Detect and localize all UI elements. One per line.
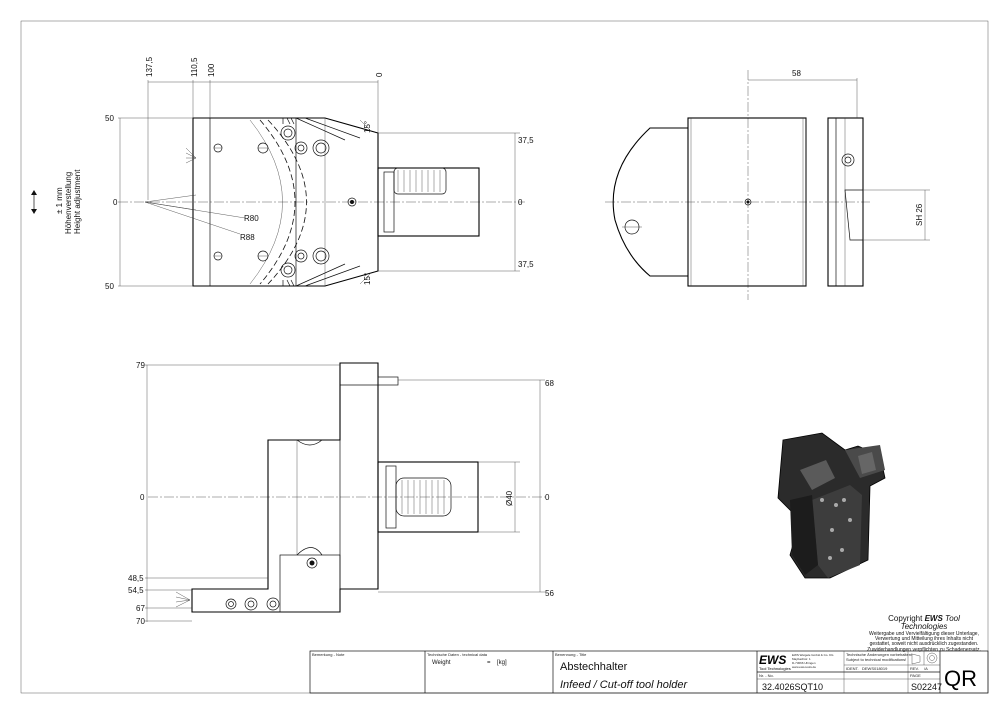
change-notice-de: Technische Änderungen vorbehalten! — [846, 652, 912, 657]
copyright-line-4: Zuwiderhandlungen verpflichten zu Schade… — [867, 646, 981, 653]
part-number-label: Nr. - No. — [759, 673, 774, 678]
height-adjust-tolerance: ± 1 mm — [55, 187, 64, 214]
side-view: 58 SH 26 — [605, 69, 930, 300]
qr-code-label: QR — [944, 666, 977, 691]
dim-front-67: 67 — [136, 604, 145, 613]
company-line-3: D-73066 Uhingen — [792, 661, 816, 665]
copyright-notice: Copyright EWS Tool Technologies Weiterga… — [864, 614, 984, 653]
dim-side-sh26: SH 26 — [915, 203, 924, 226]
copyright-prefix: Copyright — [888, 614, 925, 623]
top-view: 137,5 110,5 100 0 50 0 50 37,5 0 37,5 15… — [31, 56, 534, 291]
title-en: Infeed / Cut-off tool holder — [560, 679, 689, 691]
ews-logo-sub: Tool Technologies — [759, 666, 791, 671]
dim-front-right-0: 0 — [545, 493, 550, 502]
copyright-brand: EWS — [924, 614, 943, 623]
dim-front-48-5: 48,5 — [128, 574, 144, 583]
dim-top-137-5: 137,5 — [145, 56, 154, 77]
angle-upper: 15° — [363, 121, 372, 133]
angle-lower: 15° — [363, 273, 372, 285]
rev-value: /A — [924, 666, 928, 671]
rev-label: REV. — [910, 666, 919, 671]
dim-front-79: 79 — [136, 361, 145, 370]
dim-left-50-upper: 50 — [105, 114, 114, 123]
dim-side-58: 58 — [792, 69, 801, 78]
weight-unit: [kg] — [497, 660, 507, 666]
arc-r80 — [259, 119, 296, 285]
copyright-line-3: gestattet, soweit nicht ausdrücklich zug… — [869, 641, 979, 648]
dim-left-50-lower: 50 — [105, 282, 114, 291]
dim-top-100: 100 — [207, 63, 216, 77]
side-view-base — [612, 127, 688, 277]
height-adjust-label-de: Höhenverstellung — [64, 172, 73, 234]
dim-top-0: 0 — [375, 72, 384, 77]
title-de: Abstechhalter — [560, 661, 628, 673]
front-bolt-holes — [225, 597, 280, 611]
height-adjust-arrow-icon — [31, 190, 37, 214]
radius-r88: R88 — [240, 233, 255, 242]
company-line-4: www.ews-tools.de — [792, 665, 816, 669]
dim-right-37-5-lower: 37,5 — [518, 260, 534, 269]
copyright-title: Copyright EWS Tool Technologies — [864, 614, 984, 632]
dim-front-diameter-40: Ø40 — [505, 490, 514, 506]
height-adjust-label-en: Height adjustment — [73, 169, 82, 234]
dim-top-110-5: 110,5 — [190, 57, 199, 77]
copyright-line-1: Weitergabe und Vervielfältigung dieser U… — [869, 630, 979, 637]
dim-left-0: 0 — [113, 198, 118, 207]
front-view-body — [191, 362, 379, 613]
dim-front-68: 68 — [545, 379, 554, 388]
copyright-line-2: Verwertung und Mitteilung ihres Inhalts … — [874, 636, 974, 643]
radius-r80: R80 — [244, 214, 259, 223]
weight-label: Weight — [432, 660, 451, 666]
page-number: S02247 — [911, 682, 942, 692]
dim-front-54-5: 54,5 — [128, 586, 144, 595]
isometric-render — [777, 432, 886, 579]
techdata-label: Technische Daten - technical data — [427, 652, 488, 657]
company-line-1: EWS Weigele GmbH & Co. KG — [792, 653, 834, 657]
ident-value: DEWS018019 — [862, 666, 888, 671]
title-label: Benennung - Title — [555, 652, 587, 657]
dim-front-56: 56 — [545, 589, 554, 598]
copyright-suffix: Tool Technologies — [900, 614, 960, 632]
company-line-2: Maybachstr. 1 — [792, 657, 811, 661]
dim-right-0: 0 — [518, 198, 523, 207]
change-notice-en: Subject to technical modifications! — [846, 657, 906, 662]
dim-right-37-5-upper: 37,5 — [518, 136, 534, 145]
note-label: Bemerkung - Note — [312, 652, 345, 657]
part-number: 32.4026SQT10 — [762, 682, 823, 692]
ews-logo: EWS — [759, 653, 786, 667]
projection-symbol-icon — [911, 652, 938, 665]
front-view: 79 0 48,5 54,5 67 70 68 0 56 Ø40 — [128, 361, 554, 626]
page-label: PAGE — [910, 673, 921, 678]
weight-eq: = — [487, 660, 491, 666]
bolt-holes-top — [213, 125, 357, 278]
ident-label: IDENT. — [846, 666, 859, 671]
dim-front-left-0: 0 — [140, 493, 145, 502]
dim-front-70: 70 — [136, 617, 145, 626]
title-block: Bemerkung - Note Technische Daten - tech… — [309, 650, 989, 694]
front-view-shank — [377, 461, 479, 533]
